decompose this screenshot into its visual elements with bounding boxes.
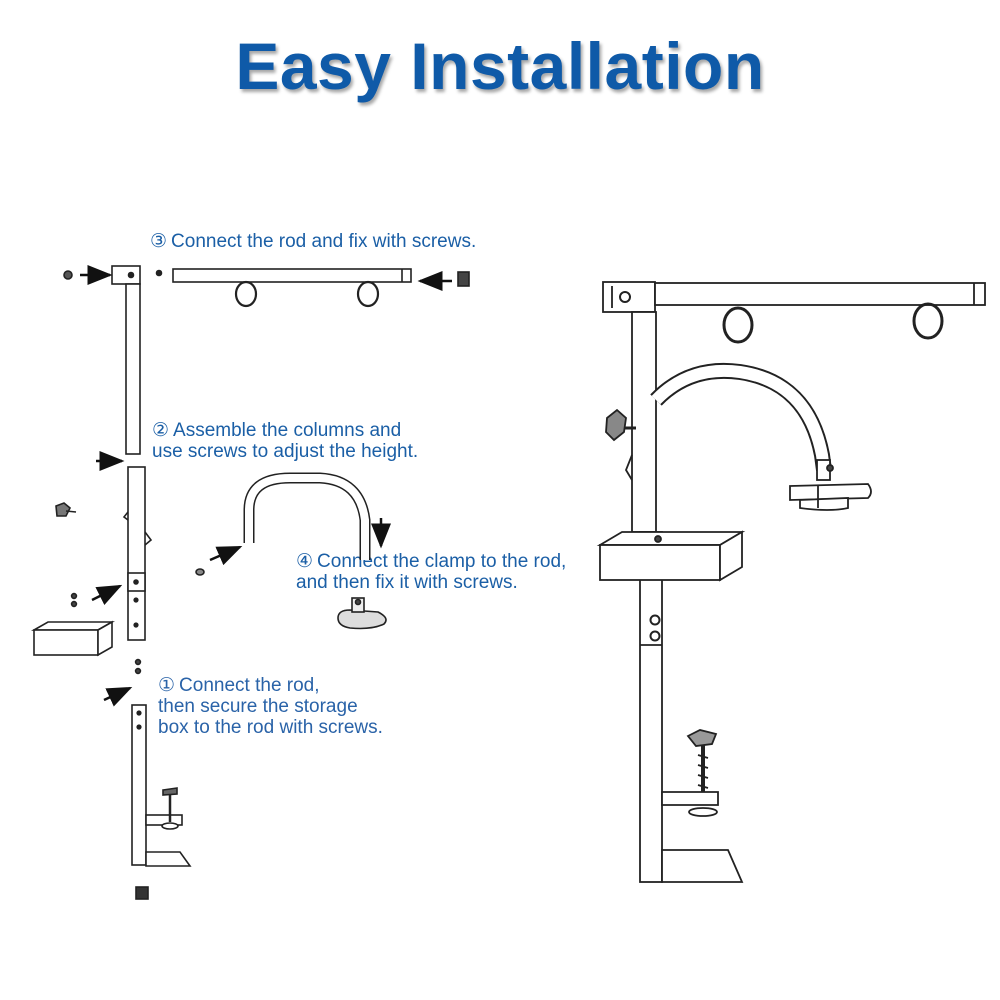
assembled-storage-box <box>596 530 746 582</box>
exploded-storage-box <box>30 620 116 657</box>
exploded-clamp <box>337 597 387 630</box>
page-title: Easy Installation <box>235 29 765 103</box>
exploded-middle-column <box>122 466 153 641</box>
step-2-line-1: Assemble the columns and <box>173 420 402 441</box>
exploded-top-column <box>111 265 141 455</box>
step-1-line-1: Connect the rod, <box>179 675 320 696</box>
assembled-ring-right <box>912 302 944 340</box>
step-1-number: ① <box>158 675 176 696</box>
assembled-knob <box>605 408 636 442</box>
assembled-clamp-base <box>661 849 744 883</box>
step-2-line-2: use screws to adjust the height. <box>152 441 419 462</box>
arrow-curved-rod-screw <box>209 545 243 566</box>
exploded-screw-pair-icon <box>70 592 78 608</box>
assembled-crossbar <box>654 282 986 306</box>
assembled-lower-column <box>639 531 663 883</box>
step-2-number: ② <box>152 420 170 441</box>
step-4-line-2: and then fix it with screws. <box>296 572 518 593</box>
exploded-bottom-column <box>131 704 192 867</box>
exploded-curved-rod <box>245 474 369 560</box>
exploded-knob-icon <box>55 502 77 517</box>
assembled-upper-column <box>631 311 657 533</box>
arrow-bottom-column <box>103 686 133 707</box>
exploded-crossbar <box>172 268 412 308</box>
assembled-curved-rod <box>651 364 830 471</box>
step-4-number: ④ <box>296 551 314 572</box>
assembled-clamp-top-jaw <box>661 791 719 806</box>
arrow-column-joint <box>91 584 123 606</box>
step-1-line-2: then secure the storage <box>158 696 358 717</box>
exploded-side-screw-icon <box>63 270 73 280</box>
exploded-box-screws-icon <box>134 658 142 675</box>
exploded-small-screw-icon <box>155 269 163 277</box>
step-1-line-3: box to the rod with screws. <box>158 717 383 738</box>
exploded-foot-cap-icon <box>135 886 149 900</box>
exploded-rod-screw-icon <box>195 568 205 576</box>
assembled-clamp <box>789 483 872 511</box>
assembled-ring-left <box>722 306 754 344</box>
exploded-end-cap-icon <box>457 271 470 287</box>
step-3-line-1: Connect the rod and fix with screws. <box>171 231 477 252</box>
step-4-line-1: Connect the clamp to the rod, <box>317 551 567 572</box>
assembled-stand <box>596 281 986 883</box>
step-3-number: ③ <box>150 231 168 252</box>
